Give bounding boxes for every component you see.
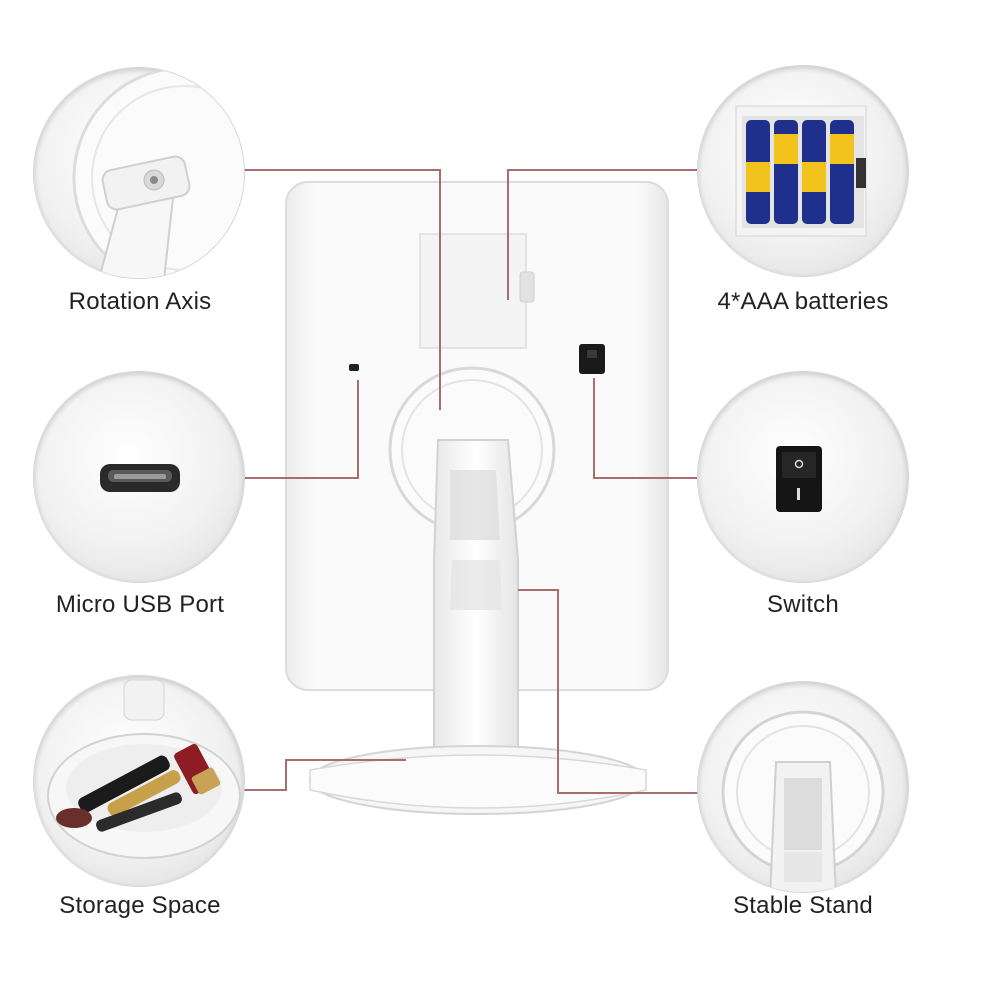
micro-usb-label: Micro USB Port <box>55 591 225 618</box>
switch-detail <box>698 372 908 582</box>
storage-image <box>47 679 241 859</box>
micro-usb-detail <box>34 372 244 582</box>
rotation-axis-label: Rotation Axis <box>68 288 212 315</box>
batteries-detail <box>698 66 908 276</box>
rotation-axis-image <box>72 68 244 278</box>
storage-label: Storage Space <box>59 892 221 919</box>
micro-usb-image <box>100 464 180 492</box>
batteries-label: 4*AAA batteries <box>717 288 889 315</box>
rotation-axis-detail <box>34 68 244 278</box>
stand-detail <box>698 682 908 892</box>
storage-detail <box>34 676 244 886</box>
switch-label: Switch <box>767 591 839 618</box>
batteries-image <box>735 105 867 237</box>
stand-image <box>721 710 885 892</box>
stand-label: Stable Stand <box>733 892 873 919</box>
switch-image <box>776 446 822 512</box>
